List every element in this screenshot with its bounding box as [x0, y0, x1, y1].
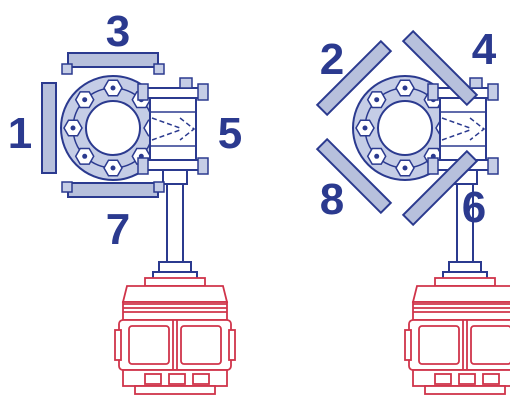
label-8: 8: [320, 175, 344, 224]
label-5: 5: [218, 109, 242, 158]
left-valve-assembly: [41, 52, 236, 395]
label-4: 4: [472, 25, 497, 74]
label-6: 6: [462, 183, 486, 232]
label-2: 2: [320, 35, 344, 84]
left-pad-left: [41, 82, 57, 174]
label-1: 1: [8, 109, 32, 158]
label-7: 7: [106, 205, 130, 254]
label-3: 3: [106, 7, 130, 56]
left-pad-bottom: [67, 182, 159, 198]
left-actuator: [114, 277, 236, 395]
right-actuator: [404, 277, 510, 395]
